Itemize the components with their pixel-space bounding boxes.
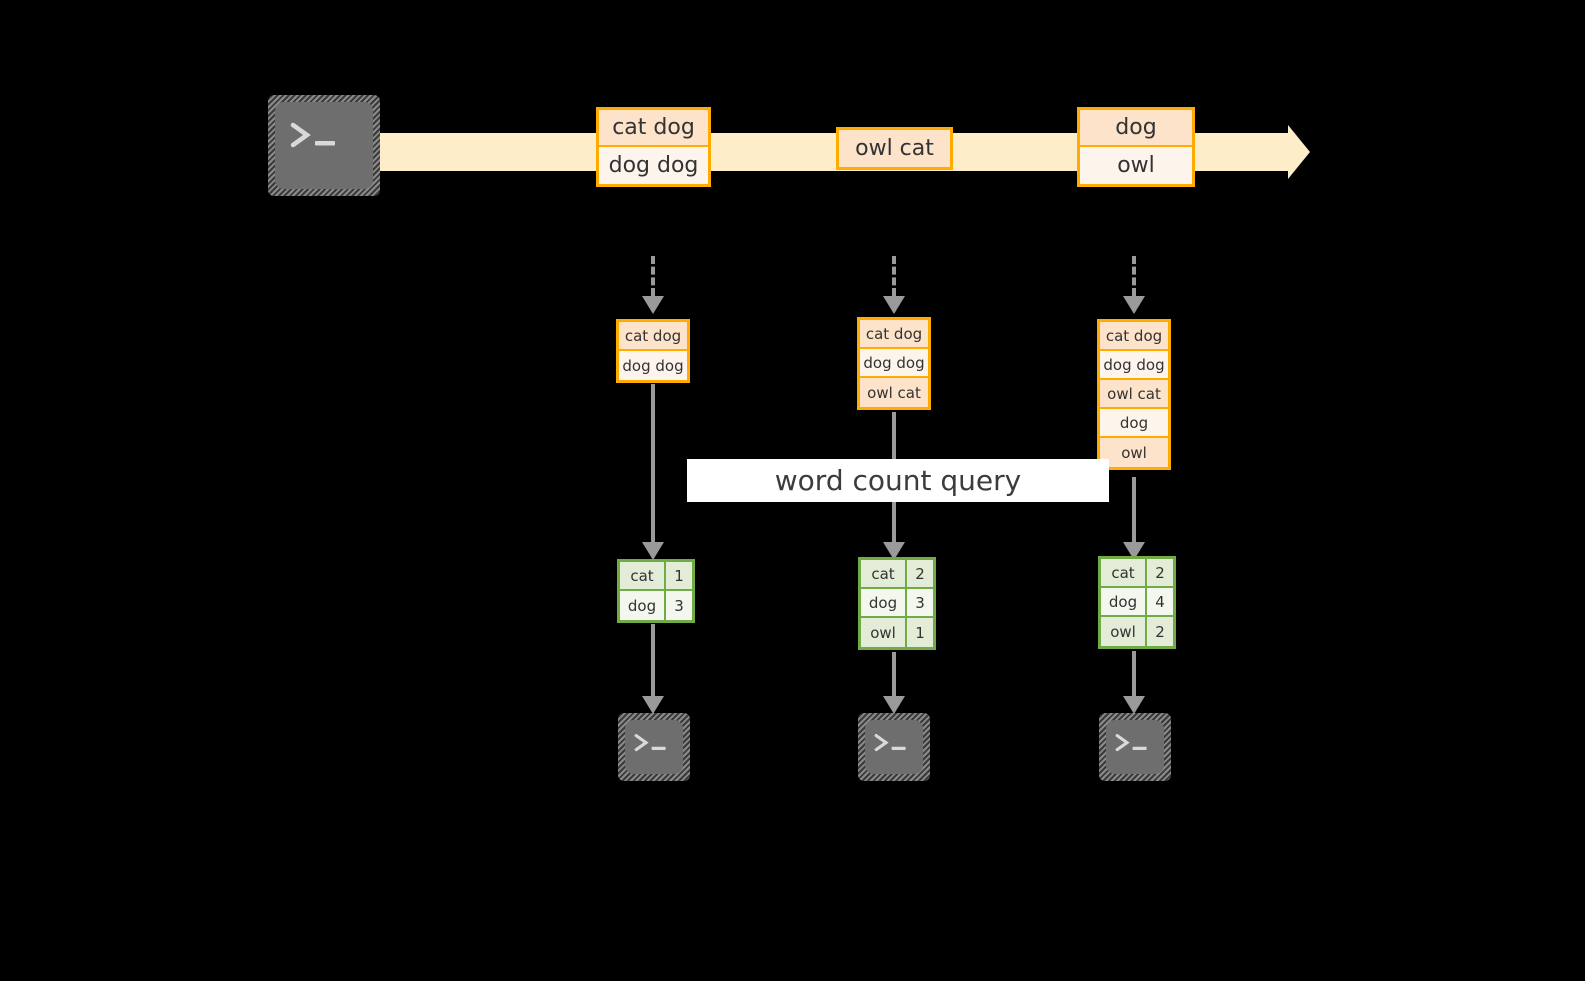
result-word-cell: cat — [620, 562, 666, 589]
result-count-cell: 4 — [1147, 588, 1173, 615]
result-word-cell: cat — [1101, 559, 1147, 586]
terminal-screen — [865, 720, 923, 774]
result-word-cell: owl — [861, 618, 907, 647]
result-word-cell: dog — [861, 589, 907, 616]
connector-stream-to-input-2 — [877, 256, 911, 314]
column-3-input-row: cat dog — [1100, 322, 1168, 351]
stream-group-2-row: owl cat — [839, 130, 950, 167]
prompt-glyph-icon — [1115, 733, 1147, 751]
connector-input-to-result-1 — [636, 384, 670, 560]
result-count-cell: 1 — [907, 618, 933, 647]
result-count-cell: 2 — [1147, 559, 1173, 586]
column-3-sink-terminal-icon[interactable] — [1099, 713, 1171, 781]
stream-arrowhead — [1288, 125, 1310, 179]
column-3-input-row: owl cat — [1100, 380, 1168, 409]
connector-result-to-sink-2 — [877, 652, 911, 714]
terminal-screen — [625, 720, 683, 774]
stream-group-1-row: dog dog — [599, 147, 708, 184]
prompt-glyph-icon — [874, 733, 906, 751]
stream-group-2[interactable]: owl cat — [836, 127, 953, 170]
connector-stream-to-input-3 — [1117, 256, 1151, 314]
result-word-cell: owl — [1101, 617, 1147, 646]
terminal-screen — [275, 102, 373, 189]
terminal-screen — [1106, 720, 1164, 774]
column-3-input-row: dog dog — [1100, 351, 1168, 380]
connector-result-to-sink-1 — [636, 624, 670, 714]
result-word-cell: cat — [861, 560, 907, 587]
column-2-input-row: cat dog — [860, 320, 928, 349]
column-2-input-row: dog dog — [860, 349, 928, 378]
connector-result-to-sink-3 — [1117, 651, 1151, 714]
column-1-sink-terminal-icon[interactable] — [618, 713, 690, 781]
result-word-cell: dog — [1101, 588, 1147, 615]
stream-group-1-row: cat dog — [599, 110, 708, 147]
prompt-glyph-icon — [634, 733, 666, 751]
column-1-input-row: cat dog — [619, 322, 687, 351]
connector-stream-to-input-1 — [636, 256, 670, 314]
result-count-cell: 2 — [907, 560, 933, 587]
result-count-cell: 3 — [907, 589, 933, 616]
column-3-input-row: dog — [1100, 409, 1168, 438]
query-banner-label: word count query — [774, 464, 1022, 497]
prompt-glyph-icon — [290, 123, 335, 148]
source-terminal-icon[interactable] — [268, 95, 380, 196]
connector-input-to-result-3 — [1117, 477, 1151, 560]
result-count-cell: 3 — [666, 591, 692, 620]
result-count-cell: 2 — [1147, 617, 1173, 646]
result-word-cell: dog — [620, 591, 666, 620]
query-banner: word count query — [687, 459, 1109, 502]
column-3-input-row: owl — [1100, 438, 1168, 467]
column-2-sink-terminal-icon[interactable] — [858, 713, 930, 781]
stream-group-3-row: owl — [1080, 147, 1192, 184]
column-1-input-row: dog dog — [619, 351, 687, 380]
column-2-input-row: owl cat — [860, 378, 928, 407]
stream-group-3-row: dog — [1080, 110, 1192, 147]
result-count-cell: 1 — [666, 562, 692, 589]
